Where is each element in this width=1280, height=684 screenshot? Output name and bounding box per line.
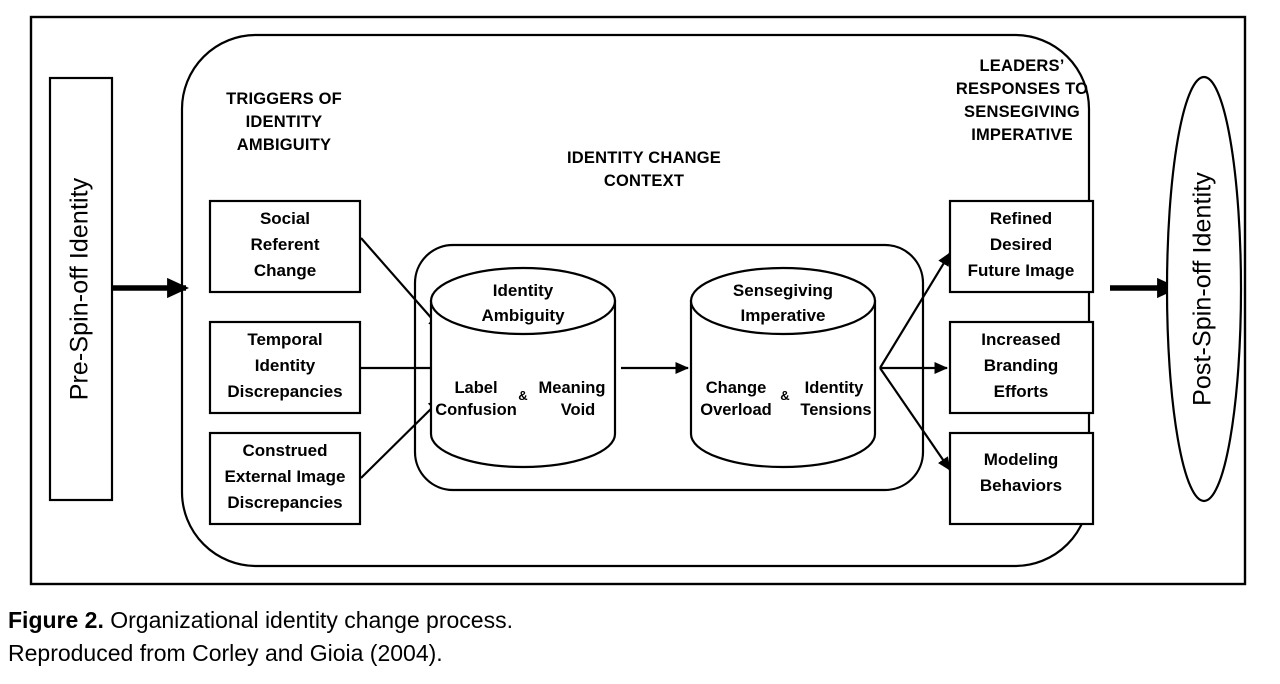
response-label-line3: Future Image (968, 261, 1075, 280)
cylinder-identity-ambiguity[interactable]: Identity Ambiguity Label Confusion & Mea… (429, 266, 617, 469)
response-label-line1: Refined (990, 209, 1052, 228)
cylinder-body (689, 299, 877, 469)
trigger-label-line1: Temporal (247, 330, 322, 349)
response-label-line3: Efforts (994, 382, 1049, 401)
triggers-heading-line3: AMBIGUITY (237, 136, 331, 154)
post-spin-off-identity-node: Post-Spin-off Identity (1165, 75, 1243, 503)
trigger-label-line3: Discrepancies (227, 493, 342, 512)
responses-heading-line2: RESPONSES TO (956, 80, 1088, 98)
cylinder-body (429, 299, 617, 469)
post-spin-off-identity-ellipse (1165, 75, 1243, 503)
arrow-social-referent-to-ambiguity (360, 237, 442, 330)
cylinder-sub-left-line1: Label (454, 379, 497, 397)
cylinder-title-line1: Identity (493, 281, 554, 300)
responses-heading-line3: SENSEGIVING (964, 103, 1080, 121)
cylinder-sub-left-line1: Change (706, 379, 767, 397)
identity-change-process-container (180, 33, 1091, 568)
caption-figure-number: Figure 2. (8, 607, 104, 633)
response-box-rect (948, 199, 1095, 294)
context-heading: IDENTITY CHANGE CONTEXT (567, 149, 721, 190)
cylinder-sub-right-line1: Identity (805, 379, 864, 397)
responses-heading-line1: LEADERS’ (979, 57, 1064, 75)
trigger-label-line3: Discrepancies (227, 382, 342, 401)
trigger-box-rect (208, 431, 362, 526)
trigger-box-social-referent-change[interactable]: Social Referent Change (208, 199, 362, 294)
response-label-line2: Desired (990, 235, 1052, 254)
response-box-increased-branding-efforts[interactable]: Increased Branding Efforts (948, 320, 1095, 415)
trigger-label-line1: Social (260, 209, 310, 228)
response-label-line1: Modeling (984, 450, 1059, 469)
cylinder-title-line2: Ambiguity (481, 306, 565, 325)
cylinder-sub-right-line2: Tensions (800, 401, 871, 419)
arrow-construed-image-to-ambiguity (360, 398, 442, 479)
triggers-heading-line1: TRIGGERS OF (226, 90, 342, 108)
caption-line-2: Reproduced from Corley and Gioia (2004). (8, 640, 443, 666)
cylinder-ampersand: & (518, 388, 527, 403)
arrow-sensegiving-to-refined-desired-future-image (879, 252, 951, 369)
context-heading-line2: CONTEXT (604, 172, 684, 190)
trigger-box-rect (208, 199, 362, 294)
response-box-rect (948, 320, 1095, 415)
cylinder-top (689, 266, 877, 336)
responses-heading: LEADERS’ RESPONSES TO SENSEGIVING IMPERA… (956, 57, 1088, 144)
trigger-label-line3: Change (254, 261, 316, 280)
response-box-modeling-behaviors[interactable]: Modeling Behaviors (948, 431, 1095, 526)
cylinder-sub-right-line1: Meaning (539, 379, 606, 397)
context-heading-line1: IDENTITY CHANGE (567, 149, 721, 167)
response-label-line2: Branding (984, 356, 1059, 375)
figure-caption: Figure 2. Organizational identity change… (8, 604, 1008, 670)
cylinder-ampersand: & (780, 388, 789, 403)
identity-change-process-diagram: Pre-Spin-off Identity TRIGGERS OF IDENTI… (29, 15, 1247, 586)
cylinder-title-line1: Sensegiving (733, 281, 833, 300)
arrow-sensegiving-to-modeling-behaviors (879, 367, 951, 471)
triggers-heading-line2: IDENTITY (246, 113, 323, 131)
pre-spin-off-identity-box (48, 76, 114, 502)
response-label-line1: Increased (981, 330, 1060, 349)
cylinder-sensegiving-imperative[interactable]: Sensegiving Imperative Change Overload &… (689, 266, 877, 469)
post-spin-off-identity-label: Post-Spin-off Identity (1189, 172, 1217, 406)
cylinder-title-line2: Imperative (740, 306, 825, 325)
response-box-refined-desired-future-image[interactable]: Refined Desired Future Image (948, 199, 1095, 294)
pre-spin-off-identity-node: Pre-Spin-off Identity (48, 76, 114, 502)
response-box-rect (948, 431, 1095, 526)
pre-spin-off-identity-label: Pre-Spin-off Identity (66, 177, 94, 400)
trigger-label-line2: Referent (251, 235, 320, 254)
trigger-label-line2: External Image (225, 467, 346, 486)
response-label-line2: Behaviors (980, 476, 1062, 495)
trigger-box-rect (208, 320, 362, 415)
trigger-label-line2: Identity (255, 356, 316, 375)
trigger-box-construed-external-image-discrepancies[interactable]: Construed External Image Discrepancies (208, 431, 362, 526)
cylinder-sub-left-line2: Confusion (435, 401, 517, 419)
cylinder-sub-left-line2: Overload (700, 401, 772, 419)
figure-border (29, 15, 1247, 586)
trigger-box-temporal-identity-discrepancies[interactable]: Temporal Identity Discrepancies (208, 320, 362, 415)
triggers-heading: TRIGGERS OF IDENTITY AMBIGUITY (226, 90, 342, 154)
responses-heading-line4: IMPERATIVE (971, 126, 1073, 144)
cylinder-top (429, 266, 617, 336)
trigger-label-line1: Construed (243, 441, 328, 460)
caption-line-1: Figure 2. Organizational identity change… (8, 604, 1008, 637)
cylinder-sub-right-line2: Void (561, 401, 596, 419)
caption-description: Organizational identity change process. (103, 607, 513, 633)
